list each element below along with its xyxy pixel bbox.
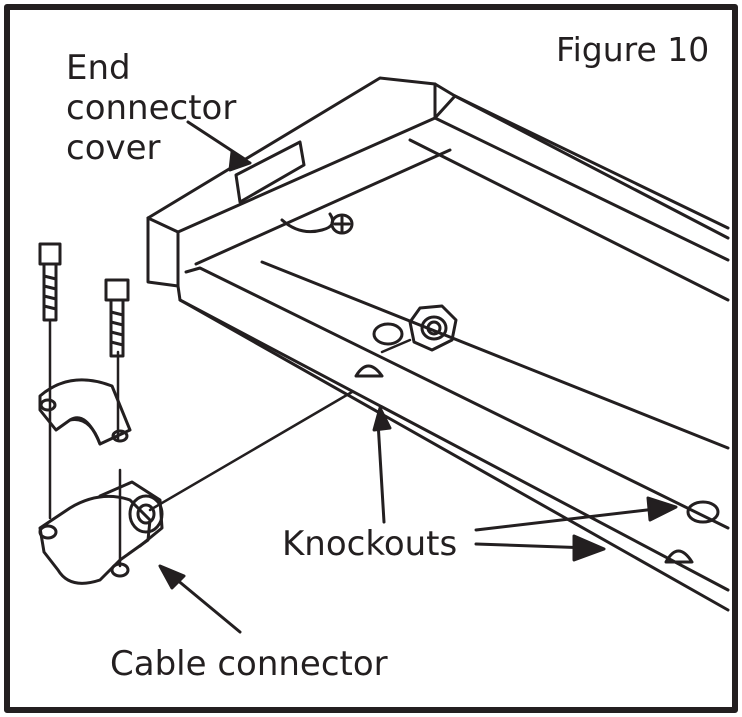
screw-left [38,242,62,322]
assembly-line-nut [380,338,412,354]
figure-title: Figure 10 [556,30,710,69]
fixture-housing [146,76,730,612]
label-end-line-3: cover [66,128,161,168]
label-end-line-2: connector [66,88,237,128]
label-end-connector-cover: End connector cover [66,48,236,168]
cable-connector-body [38,480,164,585]
end-connector-cover [234,140,306,204]
assembly-line-connector [148,390,354,512]
ground-screw [280,212,354,235]
label-end-line-1: End [66,48,131,88]
knockout-side-right [664,549,694,564]
hex-nut [408,304,458,352]
knockout-hole-right [686,500,720,524]
knockout-side-left [354,364,384,378]
knockout-hole-top [372,322,404,346]
label-cable-connector: Cable connector [110,644,388,684]
knockout-leader-up [376,420,386,524]
cable-connector-leader [168,572,242,634]
cable-clamp [38,378,132,446]
knockout-leader-right [474,506,666,532]
screw-right [104,278,130,358]
label-knockouts: Knockouts [282,524,458,564]
figure-border [4,4,738,713]
